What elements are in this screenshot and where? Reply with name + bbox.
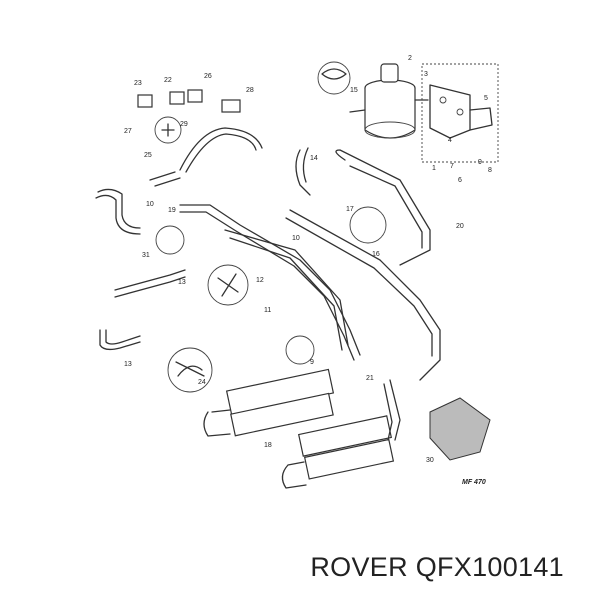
callout-13a: 13 (178, 279, 186, 286)
reservoir-bracket (421, 63, 499, 163)
callout-9a: 9 (478, 159, 482, 166)
callout-8: 8 (488, 167, 492, 174)
hose-runs (95, 127, 441, 381)
callout-19: 19 (168, 207, 176, 214)
callout-11: 11 (264, 307, 271, 314)
callout-24: 24 (198, 379, 206, 386)
callout-18: 18 (264, 442, 272, 449)
part-number-caption: ROVER QFX100141 (310, 552, 564, 582)
callout-21: 21 (366, 375, 374, 382)
callout-numbers: 2 3 5 4 7 9 1 8 6 15 14 23 22 26 28 27 2… (124, 55, 492, 486)
callout-4: 4 (448, 137, 452, 144)
reservoir (349, 63, 429, 139)
callout-26: 26 (204, 73, 212, 80)
callout-9b: 9 (310, 359, 314, 366)
callout-25: 25 (144, 152, 152, 159)
heat-shield-30 (429, 397, 491, 461)
callout-14: 14 (310, 155, 318, 162)
callout-2: 2 (408, 55, 412, 62)
callout-10a: 10 (146, 201, 154, 208)
oil-cooler-18 (203, 368, 335, 437)
callout-17: 17 (346, 206, 354, 213)
callout-22: 22 (164, 77, 172, 84)
callout-20: 20 (456, 223, 464, 230)
callout-7: 7 (450, 163, 454, 170)
callout-5: 5 (484, 95, 488, 102)
figure-ref: MF 470 (462, 479, 486, 486)
callout-31: 31 (142, 252, 150, 259)
callout-12: 12 (256, 277, 264, 284)
callout-30: 30 (426, 457, 434, 464)
callout-28: 28 (246, 87, 254, 94)
callout-3: 3 (424, 71, 428, 78)
callout-1: 1 (432, 165, 436, 172)
callout-16: 16 (372, 251, 380, 258)
callout-15: 15 (350, 87, 358, 94)
hose-clip-15 (317, 61, 351, 95)
clip-details (155, 206, 387, 393)
fittings-group (137, 89, 241, 144)
callout-10b: 10 (292, 235, 300, 242)
callout-23: 23 (134, 80, 142, 87)
callout-6: 6 (458, 177, 462, 184)
oil-cooler-lower (281, 379, 401, 489)
callout-27: 27 (124, 128, 132, 135)
callout-29: 29 (180, 121, 188, 128)
callout-13b: 13 (124, 361, 132, 368)
